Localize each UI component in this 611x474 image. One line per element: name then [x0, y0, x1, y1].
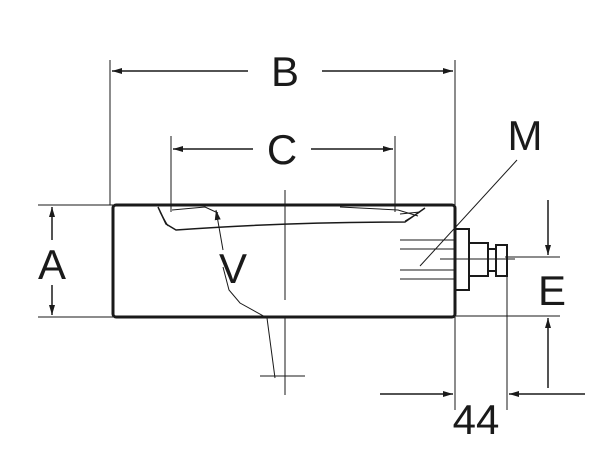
center-line [260, 190, 305, 395]
label-e: E [538, 267, 566, 314]
label-m: M [508, 112, 543, 159]
label-44: 44 [453, 396, 500, 443]
label-c: C [267, 126, 297, 173]
pocket-outline [157, 206, 426, 231]
fitting [400, 228, 515, 291]
label-a: A [38, 241, 66, 288]
leader-m [419, 159, 518, 267]
label-b: B [271, 48, 299, 95]
label-v: V [219, 245, 247, 292]
leader-v [214, 209, 276, 379]
